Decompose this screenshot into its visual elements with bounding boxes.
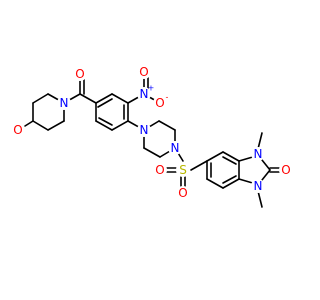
atom-nitro-oxygen-1: O — [139, 65, 148, 79]
atom-sulfur: S — [179, 163, 187, 177]
bond — [111, 120, 129, 131]
atom-labels: O N O N + O O - N N S O O N — [11, 65, 293, 200]
bond — [79, 93, 97, 104]
atom-nitro-nitrogen: N — [140, 87, 149, 101]
bond — [261, 169, 271, 181]
atom-sulfonyl-oxygen-1: O — [155, 163, 164, 177]
bond — [206, 151, 224, 162]
bond — [222, 151, 240, 162]
bond — [143, 147, 161, 158]
bond — [206, 178, 224, 189]
atom-morpholine-nitrogen: N — [60, 96, 69, 110]
bond — [222, 175, 237, 184]
atom-urea-oxygen: O — [281, 163, 290, 177]
atom-sulfonyl-oxygen-2: O — [178, 186, 187, 200]
bond — [24, 120, 34, 127]
nitro-oxygen-charge: - — [166, 93, 169, 102]
bond — [222, 178, 240, 189]
nitro-nitrogen-charge: + — [148, 84, 155, 93]
atom-morpholine-oxygen: O — [13, 123, 22, 137]
bond — [47, 120, 65, 131]
bond — [261, 159, 271, 171]
bond — [257, 132, 263, 150]
bond — [111, 93, 129, 104]
bond — [97, 98, 113, 108]
atom-imidazole-nitrogen-3: N — [254, 147, 263, 161]
atom-piperazine-nitrogen-1: N — [140, 123, 149, 137]
atom-carbonyl-oxygen: O — [75, 67, 84, 81]
bond — [32, 120, 49, 131]
atom-imidazole-nitrogen-1: N — [254, 179, 263, 193]
atom-nitro-oxygen-2: O — [155, 96, 164, 110]
bond — [98, 117, 113, 126]
bond — [158, 120, 176, 131]
bond — [95, 93, 113, 104]
bond — [222, 156, 237, 165]
bond — [190, 160, 208, 171]
bond — [257, 190, 263, 208]
bond — [95, 120, 113, 131]
bond — [32, 93, 49, 104]
molecule-structure: O N O N + O O - N N S O O N — [11, 65, 293, 208]
atom-piperazine-nitrogen-2: N — [171, 141, 180, 155]
